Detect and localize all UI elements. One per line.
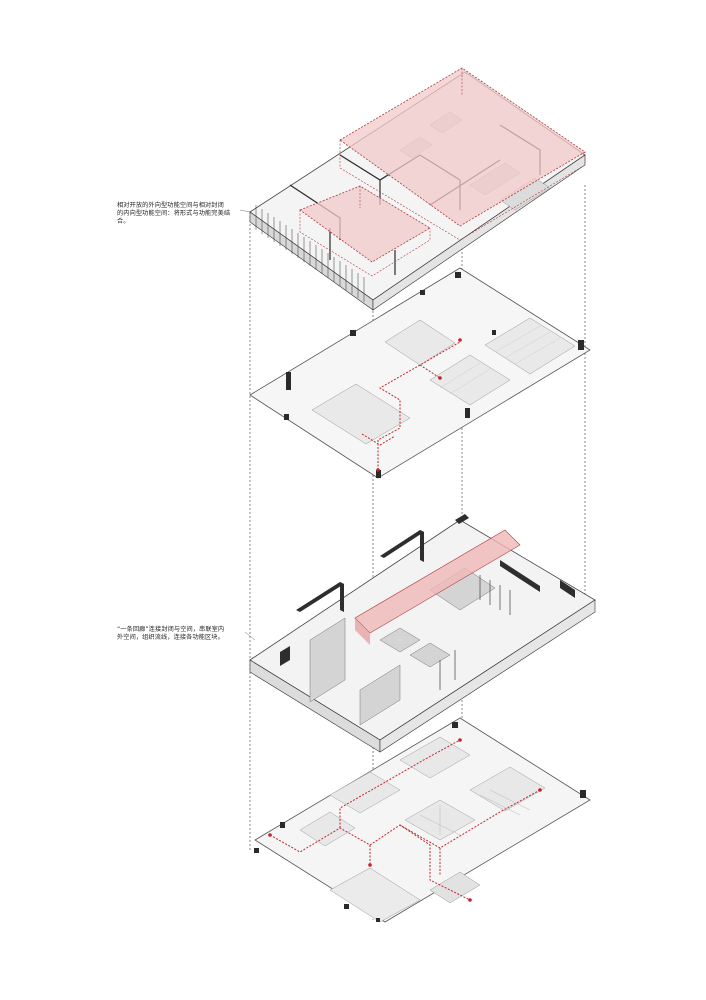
upper-annotation-line-1: 相对开放的外向型功能空间与相对封闭 [117,202,224,209]
corridor-highlight [354,529,521,645]
lower-annotation-line-2: 外空间，组织流线，连接各功能区块。 [117,634,224,642]
upper-annotation-line-2: 的内向型功能空间：将形式与功能完美结 [117,210,231,218]
upper-floor-plan [249,267,591,479]
circulation-path-upper [361,340,461,470]
lower-annotation: “一条回廊”连接封闭与空间，串联室内 外空间，组织流线，连接各功能区块。 [117,626,267,642]
lower-annotation-line-1: “一条回廊”连接封闭与空间，串联室内 [117,626,225,633]
lower-building-volume [249,514,596,753]
upper-annotation: 相对开放的外向型功能空间与相对封闭 的内向型功能空间：将形式与功能完美结 合。 [117,202,242,227]
circulation-path-lower [269,739,541,901]
lower-floor-plan [254,717,591,923]
annotation-leaders [239,209,256,641]
facade-screen [255,205,365,302]
upper-annotation-line-3: 合。 [117,218,130,226]
upper-building-volume [249,67,586,311]
